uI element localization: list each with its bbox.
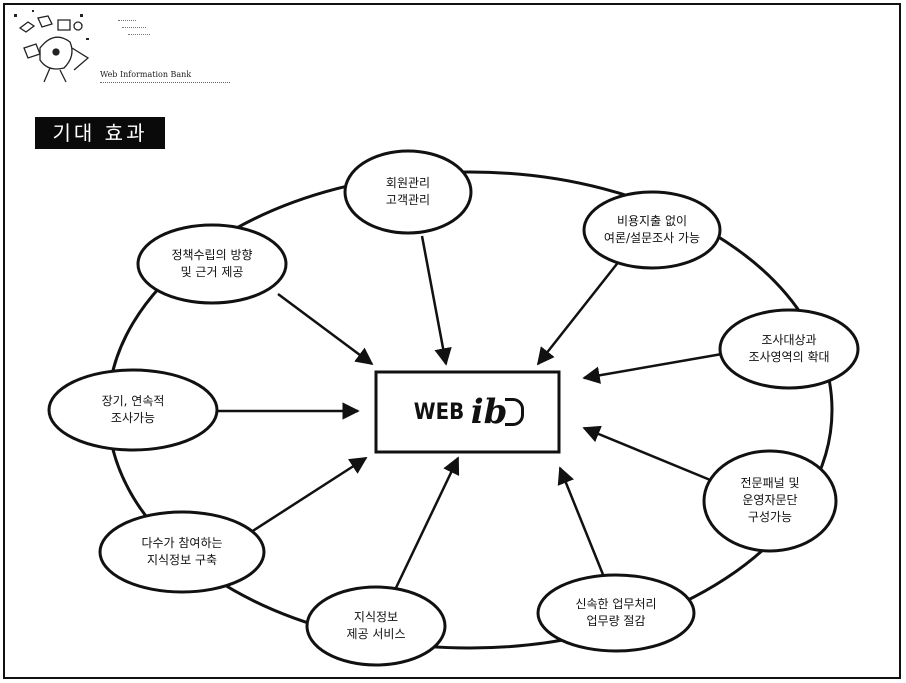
node-fast-shape — [536, 573, 696, 653]
center-box — [374, 370, 561, 454]
node-survey-label: 비용지출 없이 여론/설문조사 가능 — [603, 214, 701, 245]
arrow-service — [392, 456, 460, 593]
node-fast-label: 신속한 업무처리 업무량 절감 — [575, 597, 657, 628]
logo-tagline-marks — [118, 14, 150, 35]
arrow-expand — [582, 352, 723, 384]
logo-ib-text: ib — [470, 392, 508, 432]
node-longterm-label: 장기, 연속적 조사가능 — [101, 394, 165, 425]
node-expand-label: 조사대상과 조사영역의 확대 — [748, 333, 830, 364]
node-member-shape — [343, 149, 473, 235]
logo-illustration — [14, 10, 90, 83]
node-many-shape — [98, 510, 266, 594]
arrow-survey — [536, 259, 621, 366]
arrow-member — [420, 235, 452, 366]
logo-web-text: WEB — [413, 399, 464, 425]
web-ib-logo: WEB ib — [376, 372, 559, 452]
node-expand-shape — [718, 308, 860, 390]
node-panel-label: 전문패널 및 운영자문단 구성가능 — [740, 476, 800, 524]
arrow-panel — [582, 425, 721, 486]
node-many-label: 다수가 참여하는 지식정보 구축 — [141, 536, 223, 567]
logo-arc-icon — [505, 398, 525, 426]
logo-caption: Web Information Bank — [100, 70, 192, 79]
node-member-label: 회원관리 고객관리 — [385, 176, 431, 207]
node-service-label: 지식정보 제공 서비스 — [346, 610, 406, 641]
node-policy-label: 정책수립의 방향 및 근거 제공 — [171, 248, 253, 279]
arrow-fast — [557, 466, 608, 583]
slide-frame — [3, 3, 901, 679]
node-longterm-shape — [47, 368, 219, 452]
node-survey-shape — [582, 190, 722, 270]
logo-underline — [100, 82, 230, 83]
node-service-shape — [305, 585, 447, 667]
arrow-many — [247, 456, 368, 536]
node-panel-shape — [702, 449, 838, 553]
arrow-policy — [277, 292, 374, 366]
page-title: 기대 효과 — [35, 117, 165, 149]
node-policy-shape — [136, 223, 288, 305]
